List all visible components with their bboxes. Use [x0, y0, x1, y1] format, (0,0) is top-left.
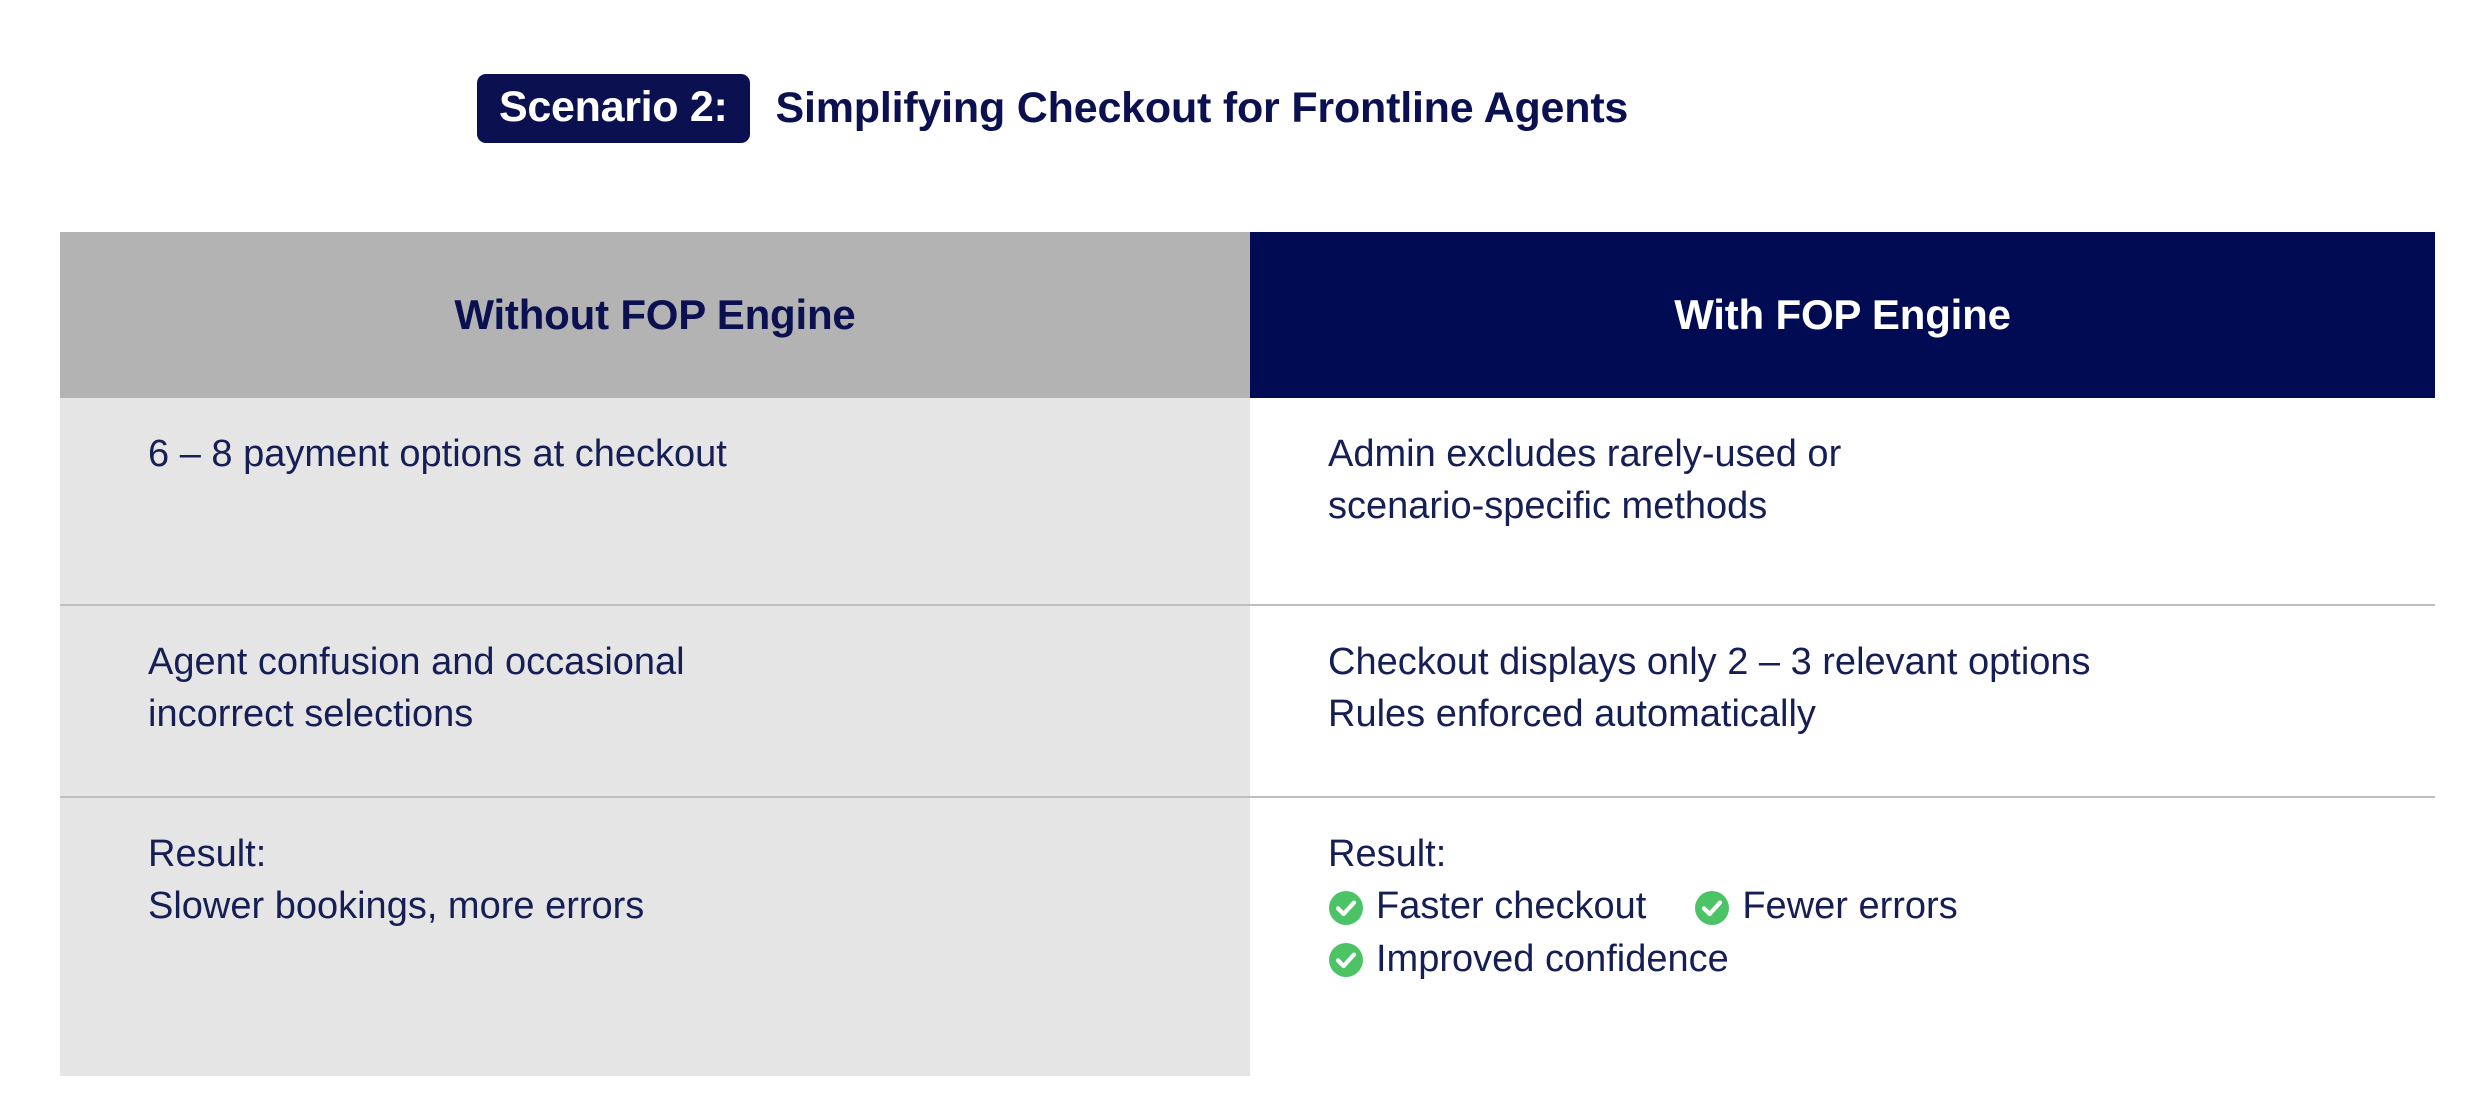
cell-line: Slower bookings, more errors [148, 885, 645, 928]
result-check-item: Improved confidence [1328, 933, 1729, 985]
result-check-label: Improved confidence [1376, 937, 1729, 980]
comparison-table: Without FOP Engine With FOP Engine 6 – 8… [60, 232, 2435, 1076]
table-row: Result: Slower bookings, more errors Res… [60, 796, 2435, 1076]
page-title: Simplifying Checkout for Frontline Agent… [775, 84, 1629, 132]
cell-line: Admin excludes rarely-used or [1328, 433, 1842, 475]
table-row: Agent confusion and occasional incorrect… [60, 604, 2435, 797]
table-row: 6 – 8 payment options at checkout Admin … [60, 398, 2435, 605]
cell-line: scenario-specific methods [1328, 485, 1768, 528]
cell-line: Rules enforced automatically [1328, 693, 1816, 736]
result-check-line: Improved confidence [1328, 933, 2395, 985]
check-circle-icon [1694, 890, 1730, 926]
result-check-item: Faster checkout [1328, 880, 1646, 932]
scenario-badge: Scenario 2: [477, 74, 750, 143]
cell-without-row-2: Agent confusion and occasional incorrect… [60, 604, 1250, 797]
cell-with-row-1: Admin excludes rarely-used or scenario-s… [1250, 398, 2435, 605]
column-header-without-fop-engine: Without FOP Engine [60, 232, 1250, 398]
cell-with-row-2: Checkout displays only 2 – 3 relevant op… [1250, 604, 2435, 797]
result-check-label: Faster checkout [1376, 885, 1647, 928]
cell-without-row-1: 6 – 8 payment options at checkout [60, 398, 1250, 605]
result-check-line: Faster checkout Fewer errors [1328, 880, 2395, 932]
table-header-row: Without FOP Engine With FOP Engine [60, 232, 2435, 398]
table-header: Without FOP Engine With FOP Engine [60, 232, 2435, 398]
result-label: Result: [148, 833, 267, 875]
result-check-label: Fewer errors [1742, 885, 1958, 928]
cell-line: Agent confusion and occasional [148, 641, 685, 683]
column-header-with-fop-engine: With FOP Engine [1250, 232, 2435, 398]
cell-line: 6 – 8 payment options at checkout [148, 433, 727, 475]
cell-line: Checkout displays only 2 – 3 relevant op… [1328, 641, 2091, 683]
cell-line: incorrect selections [148, 693, 474, 736]
check-circle-icon [1328, 942, 1364, 978]
cell-with-row-3: Result: Faster checkout [1250, 796, 2435, 1076]
result-check-item: Fewer errors [1694, 880, 1958, 932]
table-body: 6 – 8 payment options at checkout Admin … [60, 398, 2435, 1076]
result-label: Result: [1328, 833, 1447, 875]
slide-title-row: Scenario 2: Simplifying Checkout for Fro… [477, 74, 1628, 143]
check-circle-icon [1328, 890, 1364, 926]
cell-without-row-3: Result: Slower bookings, more errors [60, 796, 1250, 1076]
